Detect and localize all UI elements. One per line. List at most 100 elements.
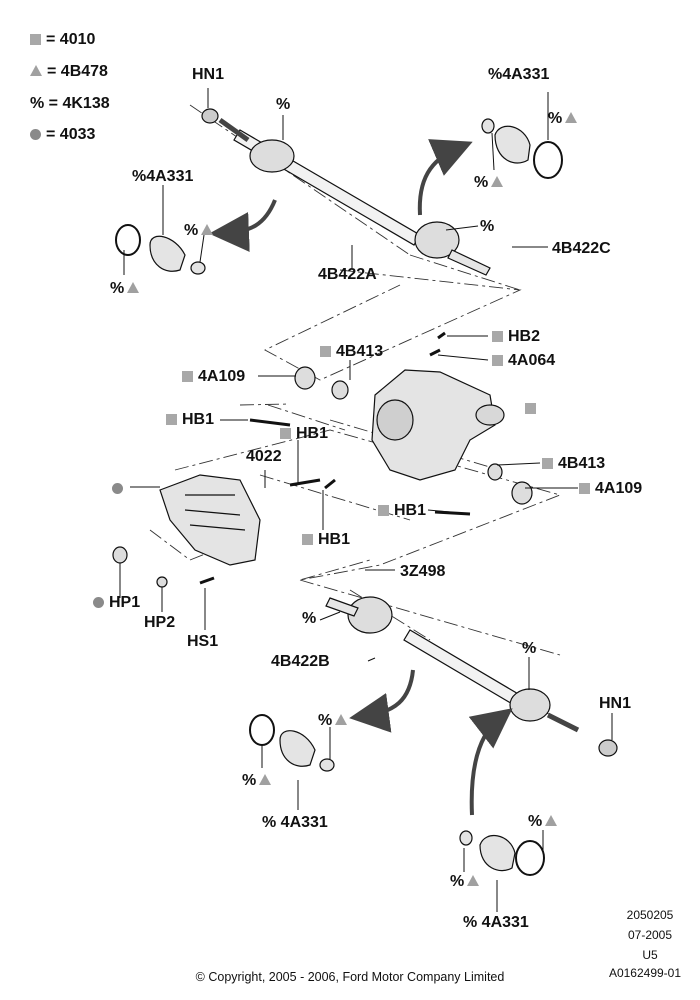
legend-square: = 4010 <box>30 31 95 49</box>
label-pct-mid: % <box>302 610 317 627</box>
label-4b422a: 4B422A <box>318 266 377 283</box>
square-marker-icon <box>182 371 193 382</box>
label-hn1-bottom: HN1 <box>599 695 632 712</box>
label-4a331-bottom-right: % 4A331 <box>463 914 529 931</box>
triangle-marker-icon <box>491 176 504 187</box>
label-hb1-c-text: HB1 <box>394 502 427 519</box>
small-parts <box>112 331 533 588</box>
square-marker-icon <box>492 331 503 342</box>
label-4a064-text: 4A064 <box>508 352 556 369</box>
label-hb1-d-text: HB1 <box>318 531 351 548</box>
legend-percent: % = 4K138 <box>30 95 110 113</box>
square-marker-icon <box>542 458 553 469</box>
label-4a331-top-right: %4A331 <box>488 66 550 83</box>
label-hb2: HB2 <box>492 328 540 346</box>
triangle-marker-icon <box>335 714 348 725</box>
label-pct-br-tri-text: % <box>528 813 543 830</box>
triangle-marker-icon <box>545 815 558 826</box>
triangle-marker-icon <box>467 875 480 886</box>
square-marker-icon <box>302 534 313 545</box>
circle-marker-icon <box>93 597 104 608</box>
legend-triangle-text: = 4B478 <box>47 63 108 80</box>
label-cover-circle <box>112 480 128 498</box>
legend-triangle: = 4B478 <box>30 63 108 81</box>
label-4a331-bottom-left: % 4A331 <box>262 814 328 831</box>
triangle-marker-icon <box>127 282 140 293</box>
label-4b413-top: 4B413 <box>320 343 383 361</box>
square-marker-icon <box>492 355 503 366</box>
legend-square-text: = 4010 <box>46 31 96 48</box>
label-pct-tr-bot-text: % <box>474 174 489 191</box>
label-4b413-right-text: 4B413 <box>558 455 606 472</box>
label-4a109-left-text: 4A109 <box>198 368 246 385</box>
legend-circle-text: = 4033 <box>46 126 96 143</box>
label-pct-br-tri: % <box>528 813 562 831</box>
legend-circle: = 4033 <box>30 126 95 144</box>
label-pct-br-bot-text: % <box>450 873 465 890</box>
lower-driveshaft <box>325 596 618 757</box>
triangle-marker-icon <box>201 224 214 235</box>
label-pct-bl-tri: % <box>318 712 352 730</box>
label-pct-lower-shaft: % <box>522 640 537 657</box>
label-pct-bl-bot-text: % <box>242 772 257 789</box>
label-4022: 4022 <box>246 448 282 465</box>
label-hn1-top: HN1 <box>192 66 225 83</box>
label-hb1-b: HB1 <box>280 425 328 443</box>
label-pct-bl-bot: % <box>242 772 276 790</box>
label-hb2-text: HB2 <box>508 328 541 345</box>
legend-percent-text: % = 4K138 <box>30 95 110 112</box>
label-pct-top: % <box>276 96 291 113</box>
label-pct-joint: % <box>480 218 495 235</box>
label-hb1-a: HB1 <box>166 411 214 429</box>
label-pct-tl-bot: % <box>110 280 144 298</box>
label-housing-square <box>525 400 541 418</box>
square-marker-icon <box>525 403 536 414</box>
label-hb1-d: HB1 <box>302 531 350 549</box>
label-4a109-left: 4A109 <box>182 368 245 386</box>
square-marker-icon <box>166 414 177 425</box>
label-4a109-right-text: 4A109 <box>595 480 643 497</box>
label-4b413-top-text: 4B413 <box>336 343 384 360</box>
circle-marker-icon <box>30 129 41 140</box>
label-3z498: 3Z498 <box>400 563 446 580</box>
label-4a109-right: 4A109 <box>579 480 642 498</box>
circle-marker-icon <box>112 483 123 494</box>
label-hb1-b-text: HB1 <box>296 425 329 442</box>
label-4b413-right: 4B413 <box>542 455 605 473</box>
upper-driveshaft <box>201 108 491 276</box>
label-hp2: HP2 <box>144 614 176 631</box>
doc-id: A0162499-01 <box>608 966 682 980</box>
label-hs1: HS1 <box>187 633 219 650</box>
triangle-marker-icon <box>565 112 578 123</box>
triangle-marker-icon <box>30 65 42 76</box>
differential-housing <box>371 369 505 481</box>
label-hb1-a-text: HB1 <box>182 411 215 428</box>
label-pct-tl-tri-text: % <box>184 222 199 239</box>
square-marker-icon <box>320 346 331 357</box>
label-4b422b: 4B422B <box>271 653 330 670</box>
label-pct-tl-bot-text: % <box>110 280 125 297</box>
label-4a331-top-left: %4A331 <box>132 168 194 185</box>
copyright-notice: © Copyright, 2005 - 2006, Ford Motor Com… <box>195 970 505 984</box>
doc-date: 07-2005 <box>627 928 673 942</box>
boot-kits <box>115 118 563 876</box>
leader-lines <box>119 88 613 912</box>
triangle-marker-icon <box>259 774 272 785</box>
label-pct-tr-top-text: % <box>548 110 563 127</box>
square-marker-icon <box>579 483 590 494</box>
square-marker-icon <box>280 428 291 439</box>
differential-cover <box>159 474 261 566</box>
doc-code: U5 <box>642 948 658 962</box>
label-pct-bl-tri-text: % <box>318 712 333 729</box>
label-hb1-c: HB1 <box>378 502 426 520</box>
label-pct-tr-top: % <box>548 110 582 128</box>
label-pct-tr-bot: % <box>474 174 508 192</box>
label-hp1: HP1 <box>93 594 140 612</box>
square-marker-icon <box>378 505 389 516</box>
doc-number: 2050205 <box>626 908 674 922</box>
motion-arrows <box>209 139 513 816</box>
square-marker-icon <box>30 34 41 45</box>
label-pct-tl-tri: % <box>184 222 218 240</box>
